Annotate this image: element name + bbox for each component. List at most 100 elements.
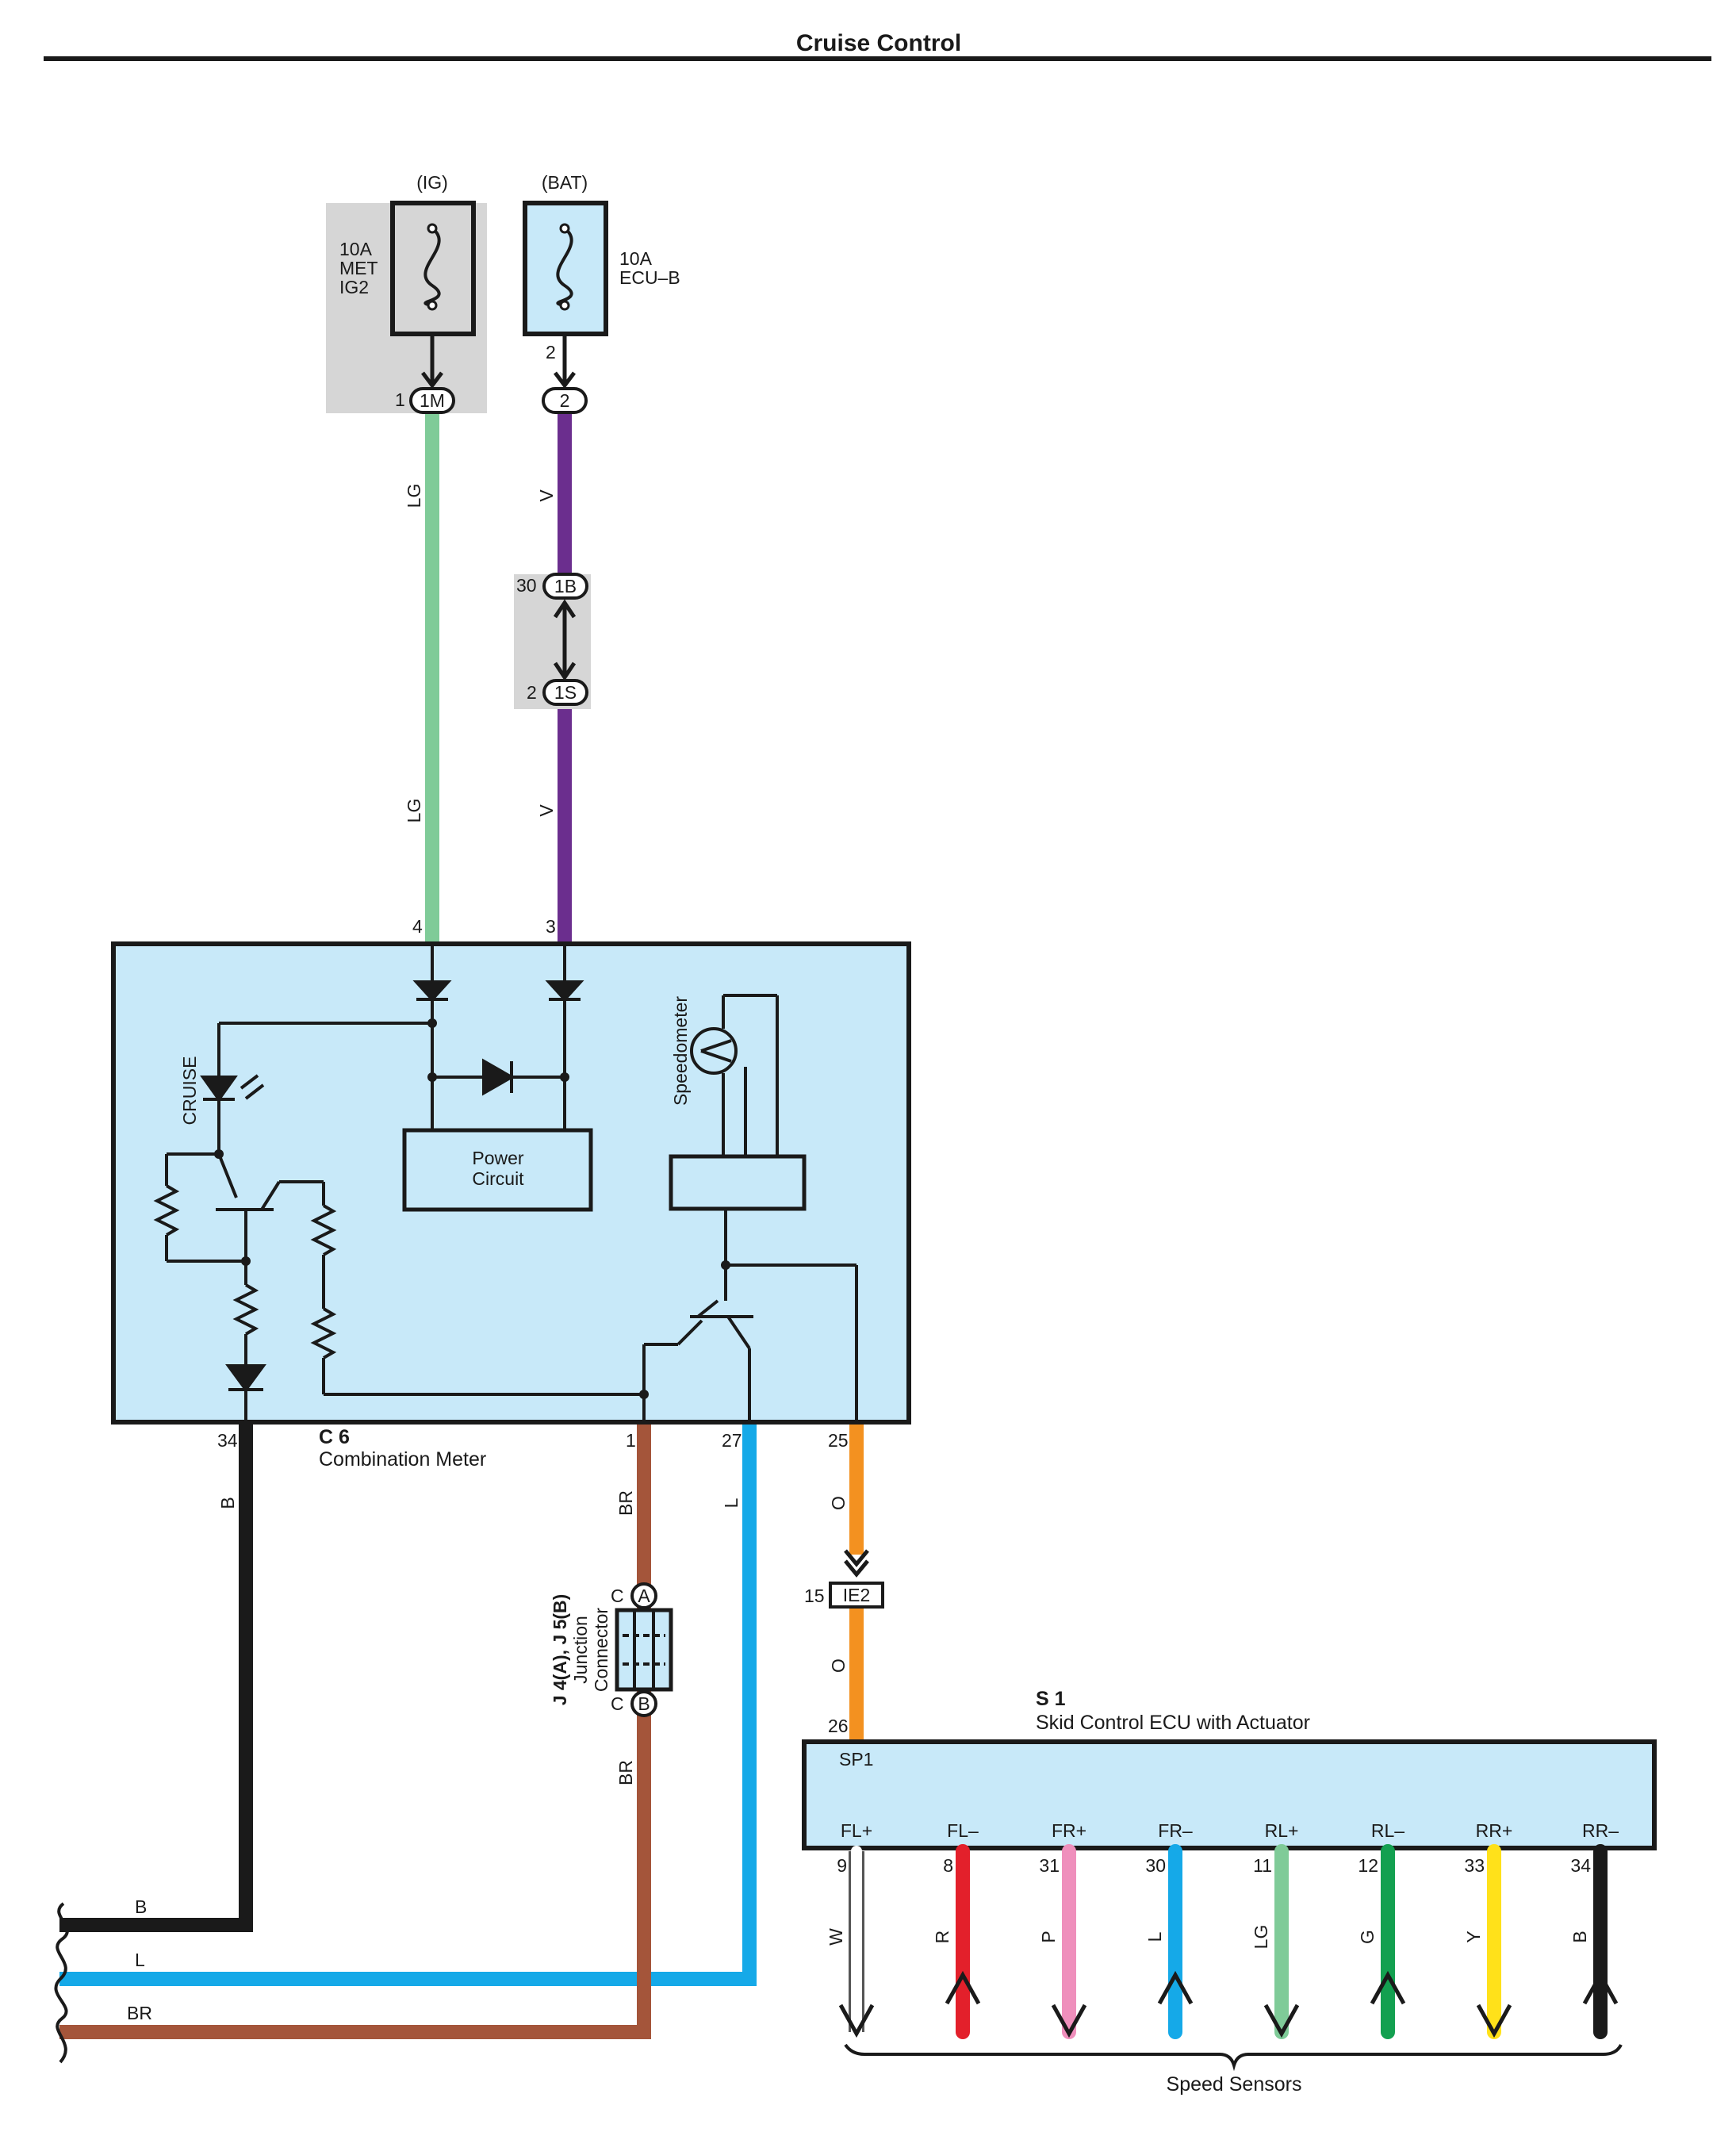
ie2-connector bbox=[829, 1582, 884, 1609]
wire-lg-label-2: LG bbox=[404, 799, 424, 823]
power-circuit-label-1: Power bbox=[472, 1148, 524, 1168]
meter-pin-ig: 4 bbox=[412, 916, 423, 937]
page-title: Cruise Control bbox=[796, 30, 961, 56]
wire-b-label-1: B bbox=[217, 1497, 238, 1509]
sensor-wire-label-fl-minus: R bbox=[932, 1931, 952, 1944]
meter-pin-l: 27 bbox=[722, 1430, 742, 1451]
sensor-arrow-rr-minus bbox=[1582, 1970, 1619, 2005]
splice-arrow-up bbox=[553, 599, 577, 619]
sensor-wire-label-rr-minus: B bbox=[1569, 1931, 1590, 1942]
splice-connector-top bbox=[542, 573, 588, 600]
ig-fuse-terminal-top bbox=[427, 223, 438, 234]
wire-br-label-2: BR bbox=[615, 1760, 636, 1785]
speed-sensors-label: Speed Sensors bbox=[1167, 2073, 1302, 2096]
ie2-pin: 15 bbox=[804, 1586, 825, 1606]
bat-fuse-terminal-top bbox=[559, 223, 570, 234]
wire-br-label-3: BR bbox=[127, 2003, 152, 2023]
sensor-wire-label-rl-minus: G bbox=[1357, 1930, 1378, 1944]
sensor-arrow-rl-minus bbox=[1370, 1970, 1406, 2005]
ecu-pin-sp1: 26 bbox=[828, 1716, 849, 1736]
wire-l-label-2: L bbox=[135, 1950, 145, 1970]
junction-label-2: Junction bbox=[570, 1616, 591, 1684]
skid-control-ecu-box bbox=[802, 1739, 1657, 1850]
speedometer-label: Speedometer bbox=[670, 996, 691, 1106]
break-marks bbox=[54, 1902, 69, 2064]
bat-fuse-terminal-bottom bbox=[559, 300, 570, 311]
bat-fuse-pin: 2 bbox=[546, 342, 556, 362]
ecu-pin-fr-minus: 30 bbox=[1145, 1855, 1166, 1876]
ecu-terminal-fl-plus: FL+ bbox=[841, 1820, 872, 1841]
meter-id: C 6 bbox=[319, 1426, 350, 1448]
wire-l bbox=[59, 1425, 757, 1986]
meter-pin-o: 25 bbox=[828, 1430, 849, 1451]
sensor-arrow-fl-plus bbox=[838, 2004, 875, 2038]
ig-connector bbox=[409, 387, 455, 414]
ecu-terminal-rl-minus: RL– bbox=[1371, 1820, 1405, 1841]
sensor-arrow-rr-plus bbox=[1476, 2004, 1512, 2038]
meter-pin-bat: 3 bbox=[546, 916, 556, 937]
wire-br bbox=[59, 1425, 651, 2039]
speed-sensor-group: FL+9WFL–8RFR+31PFR–30LRL+11LGRL–12GRR+33… bbox=[826, 1820, 1619, 2039]
ig-fuse-name-2: IG2 bbox=[339, 277, 369, 297]
junction-top-pin: C bbox=[611, 1586, 624, 1606]
sensor-wire-label-rr-plus: Y bbox=[1463, 1931, 1484, 1942]
ecu-pin-rr-plus: 33 bbox=[1464, 1855, 1485, 1876]
splice-pin-top: 30 bbox=[516, 575, 537, 596]
ig-fuse-terminal-bottom bbox=[427, 300, 438, 311]
sensor-arrow-fr-plus bbox=[1051, 2004, 1087, 2038]
ig-fuse-rating: 10A bbox=[339, 239, 373, 259]
ig-connector-pin: 1 bbox=[395, 389, 405, 410]
cruise-label: CRUISE bbox=[179, 1056, 200, 1125]
sensor-wire-label-rl-plus: LG bbox=[1251, 1925, 1271, 1950]
sensor-wire-label-fl-plus: W bbox=[826, 1928, 846, 1946]
ig-fuse-arrow bbox=[421, 371, 443, 389]
bat-fuse-arrow bbox=[554, 371, 576, 389]
splice-arrow-down bbox=[553, 661, 577, 681]
meter-pin-b: 34 bbox=[217, 1430, 238, 1451]
bat-fuse-box bbox=[523, 201, 608, 336]
wire-l-label-1: L bbox=[721, 1497, 742, 1508]
meter-name: Combination Meter bbox=[319, 1448, 486, 1471]
wire-o-label-2: O bbox=[828, 1658, 849, 1673]
ecu-terminal-fr-plus: FR+ bbox=[1052, 1820, 1086, 1841]
ig-connector-label: 1M bbox=[420, 390, 445, 411]
meter-internal-circuit bbox=[153, 945, 858, 1421]
ecu-pin-rl-plus: 11 bbox=[1253, 1855, 1272, 1876]
speed-sensors-brace bbox=[844, 2043, 1623, 2072]
ecu-terminal-rr-plus: RR+ bbox=[1476, 1820, 1513, 1841]
ecu-terminal-rr-minus: RR– bbox=[1582, 1820, 1619, 1841]
bat-fuse-source-label: (BAT) bbox=[542, 172, 588, 193]
sensor-arrow-fl-minus bbox=[945, 1970, 981, 2005]
wire-b-label-2: B bbox=[135, 1896, 147, 1917]
bat-connector-label: 2 bbox=[560, 390, 570, 411]
ecu-pin-fr-plus: 31 bbox=[1039, 1855, 1060, 1876]
ecu-terminal-fl-minus: FL– bbox=[947, 1820, 979, 1841]
bat-fuse-icon bbox=[556, 227, 573, 307]
ie2-label: IE2 bbox=[843, 1585, 871, 1605]
wire-br-label-1: BR bbox=[615, 1490, 636, 1516]
power-circuit-label-2: Circuit bbox=[472, 1168, 524, 1189]
ecu-pin-fl-minus: 8 bbox=[943, 1855, 953, 1876]
ecu-name: Skid Control ECU with Actuator bbox=[1036, 1712, 1310, 1734]
wire-o-label-1: O bbox=[828, 1496, 849, 1510]
ecu-terminal-rl-plus: RL+ bbox=[1265, 1820, 1299, 1841]
ecu-pin-rl-minus: 12 bbox=[1358, 1855, 1378, 1876]
ig-fuse-box bbox=[390, 201, 476, 336]
ecu-terminal-fr-minus: FR– bbox=[1158, 1820, 1193, 1841]
junction-top-conn: A bbox=[638, 1586, 650, 1606]
ig-fuse-name-1: MET bbox=[339, 258, 378, 278]
meter-circuit-nodes bbox=[214, 1018, 730, 1399]
junction-label-3: Connector bbox=[591, 1608, 611, 1692]
splice-connector-bottom bbox=[542, 679, 588, 706]
splice-pin-bottom: 2 bbox=[527, 682, 537, 703]
ig-fuse-source-label: (IG) bbox=[416, 172, 448, 193]
sensor-arrow-rl-plus bbox=[1263, 2004, 1300, 2038]
ecu-pin-rr-minus: 34 bbox=[1570, 1855, 1591, 1876]
junction-bottom-pin: C bbox=[611, 1693, 624, 1714]
meter-pin-br: 1 bbox=[626, 1430, 636, 1451]
ig-fuse-icon bbox=[423, 227, 441, 307]
ie2-arrow bbox=[844, 1549, 869, 1578]
wire-b bbox=[59, 1425, 253, 1932]
sensor-wire-label-fr-minus: L bbox=[1144, 1931, 1165, 1942]
